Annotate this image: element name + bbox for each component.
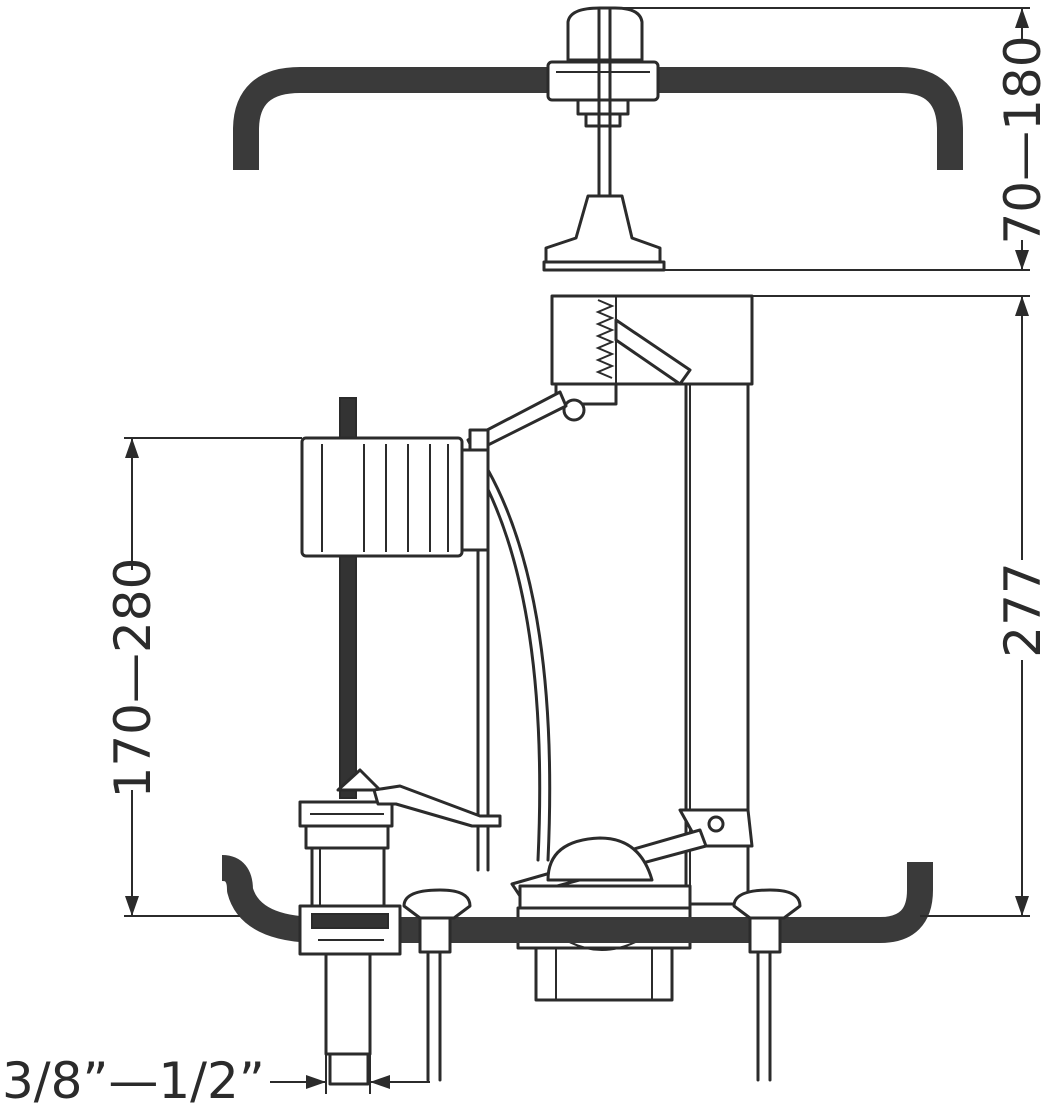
dimension-arrow-left (306, 1075, 326, 1089)
dimension-thread-size: 3/8”—1/2” (2, 1052, 430, 1110)
dimension-top-range: 70—180 (605, 7, 1052, 271)
dimension-label-total-height: 277 (994, 562, 1052, 657)
dimension-arrow-bottom (1015, 896, 1029, 916)
float-ribs (321, 444, 449, 552)
tank-bolt-left (402, 888, 472, 1082)
dimension-label-thread-size: 3/8”—1/2” (2, 1052, 265, 1110)
flush-valve (510, 294, 754, 1002)
dimension-label-float-range: 170—280 (104, 558, 162, 799)
tank-bolt-right (732, 888, 802, 1082)
dimension-arrow-bottom (125, 896, 139, 916)
fill-valve (298, 397, 502, 912)
dimension-arrow-top (1015, 8, 1029, 28)
dimension-arrow-right (370, 1075, 390, 1089)
dimension-arrow-top (125, 438, 139, 458)
dimension-total-height: 277 (752, 295, 1052, 917)
dimension-arrow-top (1015, 296, 1029, 316)
push-button-assembly (542, 6, 666, 272)
fill-valve-shank (298, 904, 402, 1086)
dimension-label-top-range: 70—180 (994, 35, 1052, 244)
dimension-arrow-bottom (1015, 250, 1029, 270)
tank-bottom (220, 855, 933, 943)
dimension-float-range: 170—280 (104, 437, 302, 917)
